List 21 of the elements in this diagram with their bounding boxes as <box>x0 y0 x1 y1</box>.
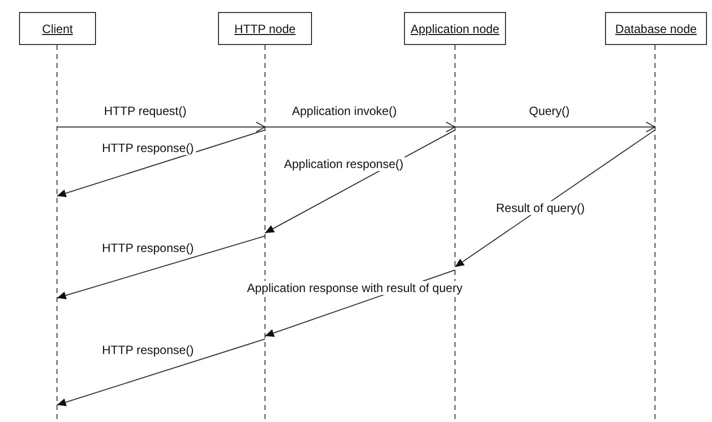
message-label: Result of query() <box>494 201 587 215</box>
message-label: Query() <box>527 104 572 118</box>
participant-box: Database node <box>605 12 707 45</box>
message-arrow <box>56 338 266 406</box>
participant-box: Application node <box>404 12 506 45</box>
message-label: HTTP response() <box>100 241 196 255</box>
participant-box: Client <box>19 12 96 45</box>
participant-box: HTTP node <box>218 12 312 45</box>
message-arrow <box>454 122 656 132</box>
message-label: Application response with result of query <box>245 281 464 295</box>
message-arrow <box>264 130 456 234</box>
message-label: HTTP request() <box>102 104 188 118</box>
message-arrow <box>264 122 456 132</box>
message-label: HTTP response() <box>100 343 196 357</box>
message-arrow <box>56 130 266 198</box>
message-label: Application invoke() <box>290 104 399 118</box>
message-label: Application response() <box>282 157 406 171</box>
message-label: HTTP response() <box>100 141 196 155</box>
message-arrow <box>56 236 266 300</box>
message-arrow <box>56 122 266 132</box>
message-arrow <box>454 130 656 268</box>
